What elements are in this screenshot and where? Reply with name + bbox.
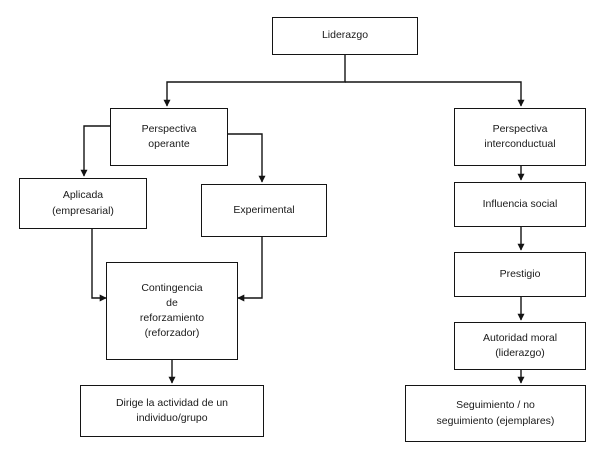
node-influencia-social-label: Influencia social <box>482 197 558 210</box>
node-perspectiva-operante[interactable]: Perspectiva operante <box>110 108 228 166</box>
node-perspectiva-operante-label: Perspectiva operante <box>141 122 197 150</box>
node-contingencia-reforzamiento-label: Contingencia de reforzamiento (reforzado… <box>139 281 205 340</box>
node-autoridad-moral-label: Autoridad moral (liderazgo) <box>482 331 558 359</box>
node-seguimiento[interactable]: Seguimiento / no seguimiento (ejemplares… <box>405 385 586 442</box>
node-perspectiva-interconductual-label: Perspectiva interconductual <box>484 122 556 150</box>
node-dirige-actividad[interactable]: Dirige la actividad de un individuo/grup… <box>80 385 264 437</box>
node-autoridad-moral[interactable]: Autoridad moral (liderazgo) <box>454 322 586 370</box>
edge-aplicada-to-contingencia <box>91 229 107 302</box>
node-contingencia-reforzamiento[interactable]: Contingencia de reforzamiento (reforzado… <box>106 262 238 360</box>
node-dirige-actividad-label: Dirige la actividad de un individuo/grup… <box>115 396 229 424</box>
node-seguimiento-label: Seguimiento / no seguimiento (ejemplares… <box>436 399 555 427</box>
node-liderazgo[interactable]: Liderazgo <box>272 17 418 55</box>
edge-perspectiva-operante-to-aplicada <box>80 125 110 177</box>
edge-liderazgo-to-perspectiva-interconductual <box>345 81 525 107</box>
node-aplicada-label: Aplicada (empresarial) <box>52 189 114 217</box>
node-liderazgo-label: Liderazgo <box>321 29 369 42</box>
node-experimental-label: Experimental <box>233 203 295 216</box>
node-experimental[interactable]: Experimental <box>201 184 327 237</box>
node-prestigio[interactable]: Prestigio <box>454 252 586 297</box>
edge-perspectiva-operante-to-experimental <box>228 133 266 183</box>
node-aplicada[interactable]: Aplicada (empresarial) <box>19 178 147 229</box>
node-influencia-social[interactable]: Influencia social <box>454 182 586 227</box>
node-prestigio-label: Prestigio <box>499 267 541 280</box>
node-perspectiva-interconductual[interactable]: Perspectiva interconductual <box>454 108 586 166</box>
edge-liderazgo-to-perspectiva-operante <box>163 55 346 107</box>
edge-experimental-to-contingencia <box>237 237 263 302</box>
